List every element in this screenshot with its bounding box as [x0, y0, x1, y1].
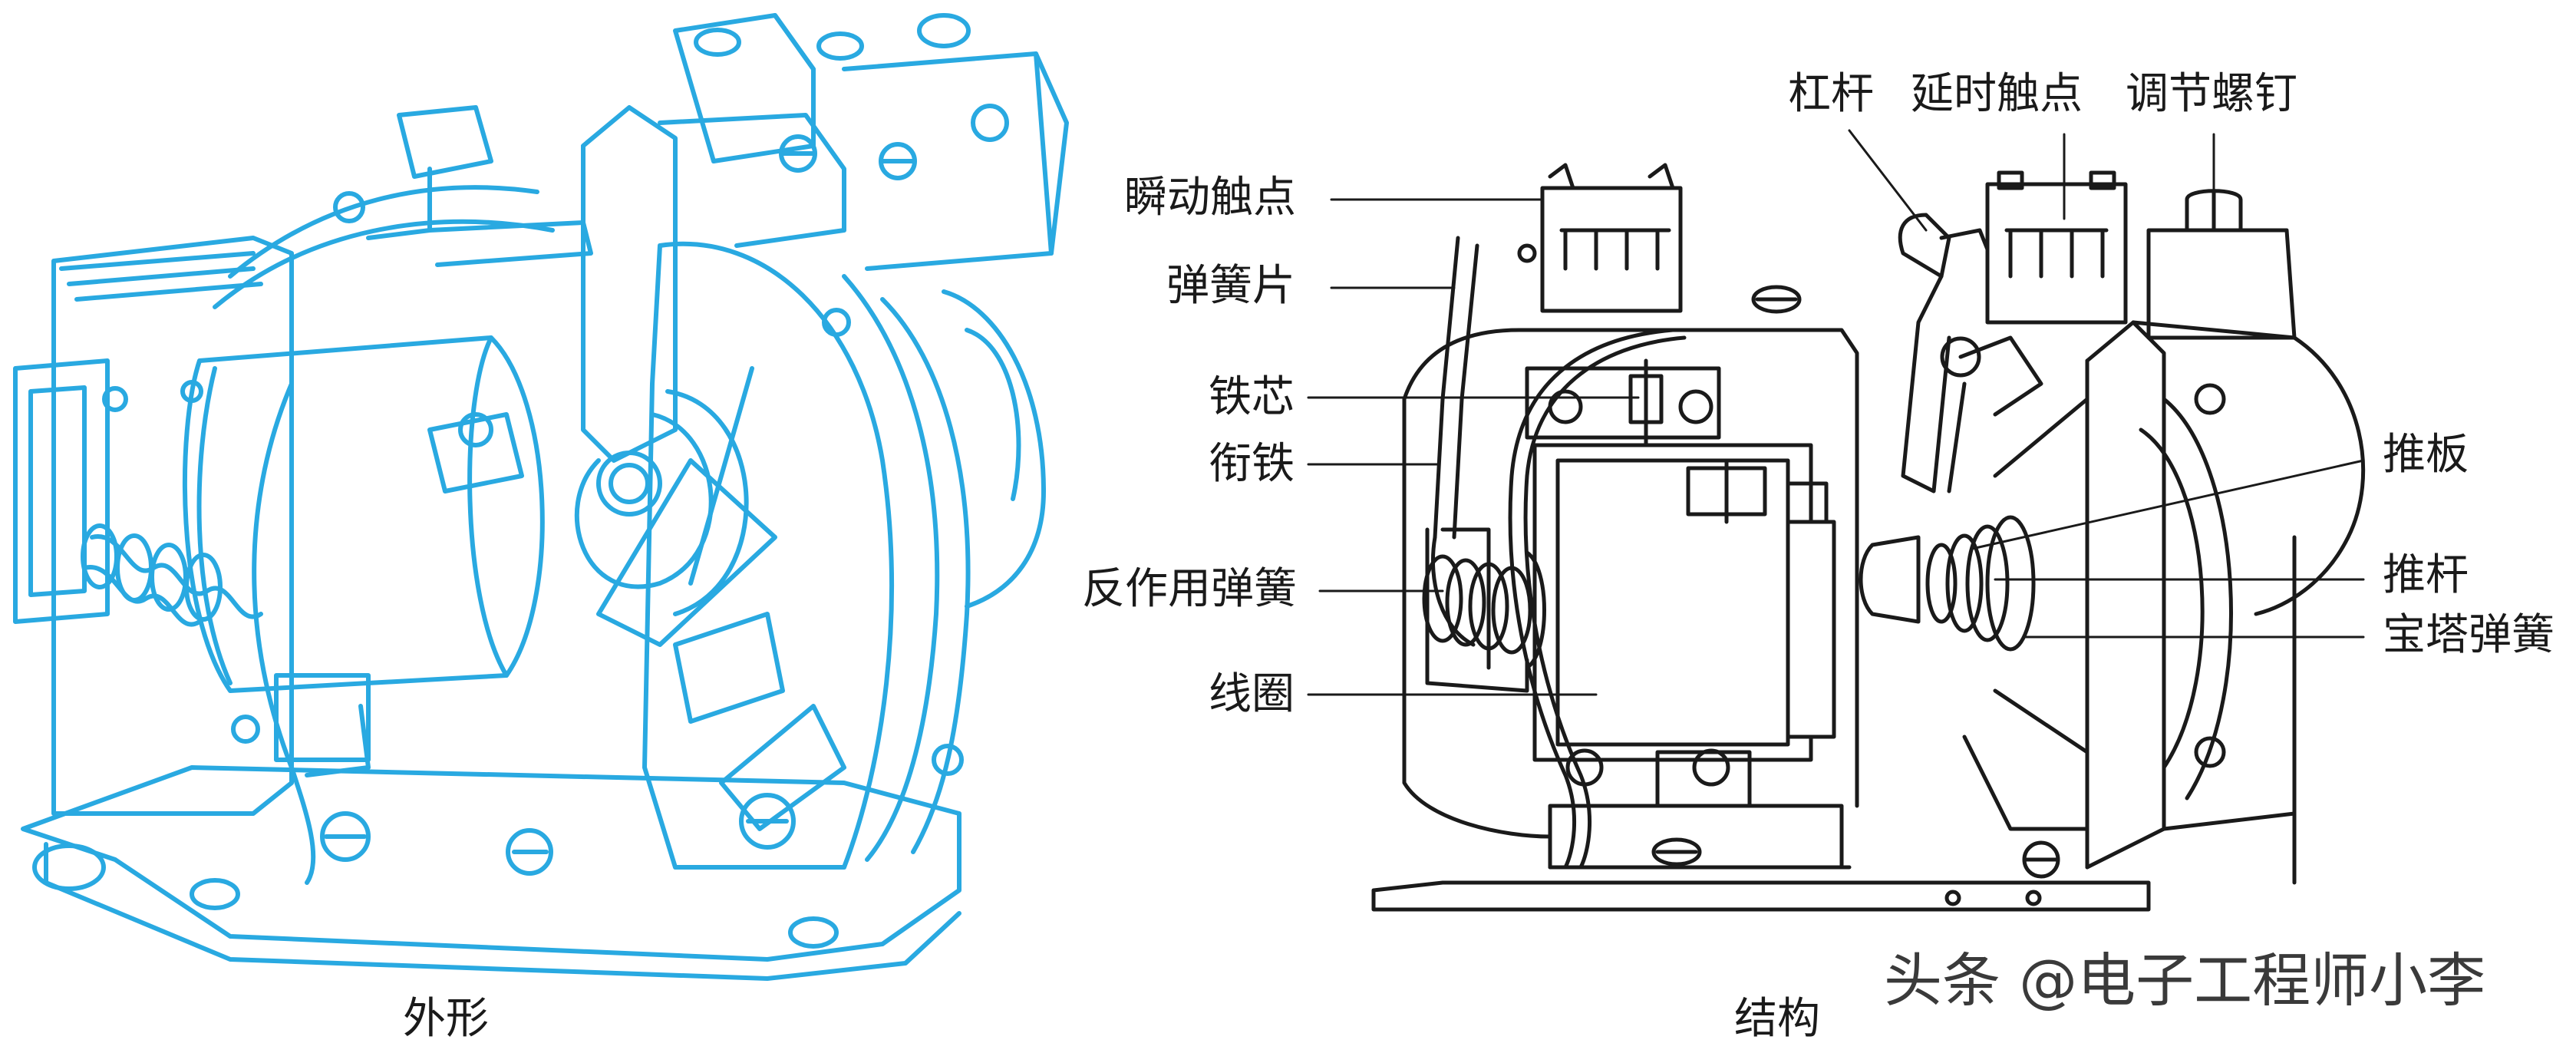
tower-spring	[1925, 515, 2036, 652]
label-instant-contact: 瞬动触点	[1124, 173, 1296, 223]
label-adjust-screw: 调节螺钉	[2126, 69, 2297, 119]
relay-structure-drawing	[1307, 129, 2366, 912]
label-push-plate: 推板	[2383, 430, 2469, 480]
relay-exterior-drawing	[13, 13, 1069, 981]
reaction-spring	[1422, 550, 1546, 670]
caption-structure: 结构	[1734, 994, 1820, 1044]
label-spring-leaf: 弹簧片	[1166, 261, 1295, 311]
label-tower-spring: 宝塔弹簧	[2383, 610, 2555, 660]
label-lever: 杠杆	[1788, 69, 1874, 119]
leader-lines	[1307, 129, 2365, 696]
label-delay-contact: 延时触点	[1911, 69, 2083, 119]
label-armature: 衔铁	[1209, 439, 1295, 489]
label-iron-core: 铁芯	[1209, 372, 1295, 422]
label-coil: 线圈	[1209, 669, 1295, 719]
watermark: 头条 @电子工程师小李	[1884, 946, 2486, 1015]
label-push-rod: 推杆	[2383, 550, 2469, 600]
label-reaction-spring: 反作用弹簧	[1082, 564, 1297, 614]
caption-exterior: 外形	[403, 994, 489, 1044]
